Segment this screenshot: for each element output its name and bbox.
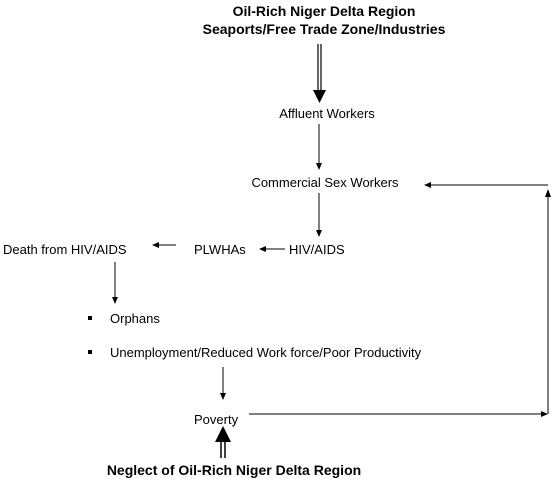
node-commercial-sex-workers: Commercial Sex Workers <box>251 175 399 190</box>
bullet-marker-orphans <box>88 316 92 320</box>
arrow-right-edge-up <box>545 189 551 414</box>
arrow-poverty-to-right <box>249 411 548 417</box>
arrow-unemployment-to-poverty <box>220 367 226 400</box>
bullet-orphans: Orphans <box>110 311 160 326</box>
arrow-csw-to-hiv <box>316 193 322 237</box>
header-line-1: Oil-Rich Niger Delta Region <box>232 3 416 19</box>
node-hiv-aids: HIV/AIDS <box>289 242 345 257</box>
arrow-death-to-orphans <box>112 262 118 304</box>
node-poverty: Poverty <box>194 412 239 427</box>
bullet-unemployment: Unemployment/Reduced Work force/Poor Pro… <box>110 345 422 360</box>
arrow-hiv-to-plwhas <box>259 246 285 252</box>
node-affluent-workers: Affluent Workers <box>279 106 375 121</box>
bullet-marker-unemployment <box>88 350 92 354</box>
node-plwhas: PLWHAs <box>194 242 246 257</box>
arrow-plwhas-to-death <box>152 242 176 248</box>
node-death-from-hiv-aids: Death from HIV/AIDS <box>3 242 127 257</box>
arrow-neglect-to-poverty <box>215 426 231 458</box>
header-line-2: Seaports/Free Trade Zone/Industries <box>202 21 446 37</box>
footer-neglect: Neglect of Oil-Rich Niger Delta Region <box>106 462 362 478</box>
arrow-loop-to-csw <box>424 182 548 188</box>
arrow-affluent-to-csw <box>316 124 322 170</box>
arrow-header-to-affluent <box>313 44 326 103</box>
